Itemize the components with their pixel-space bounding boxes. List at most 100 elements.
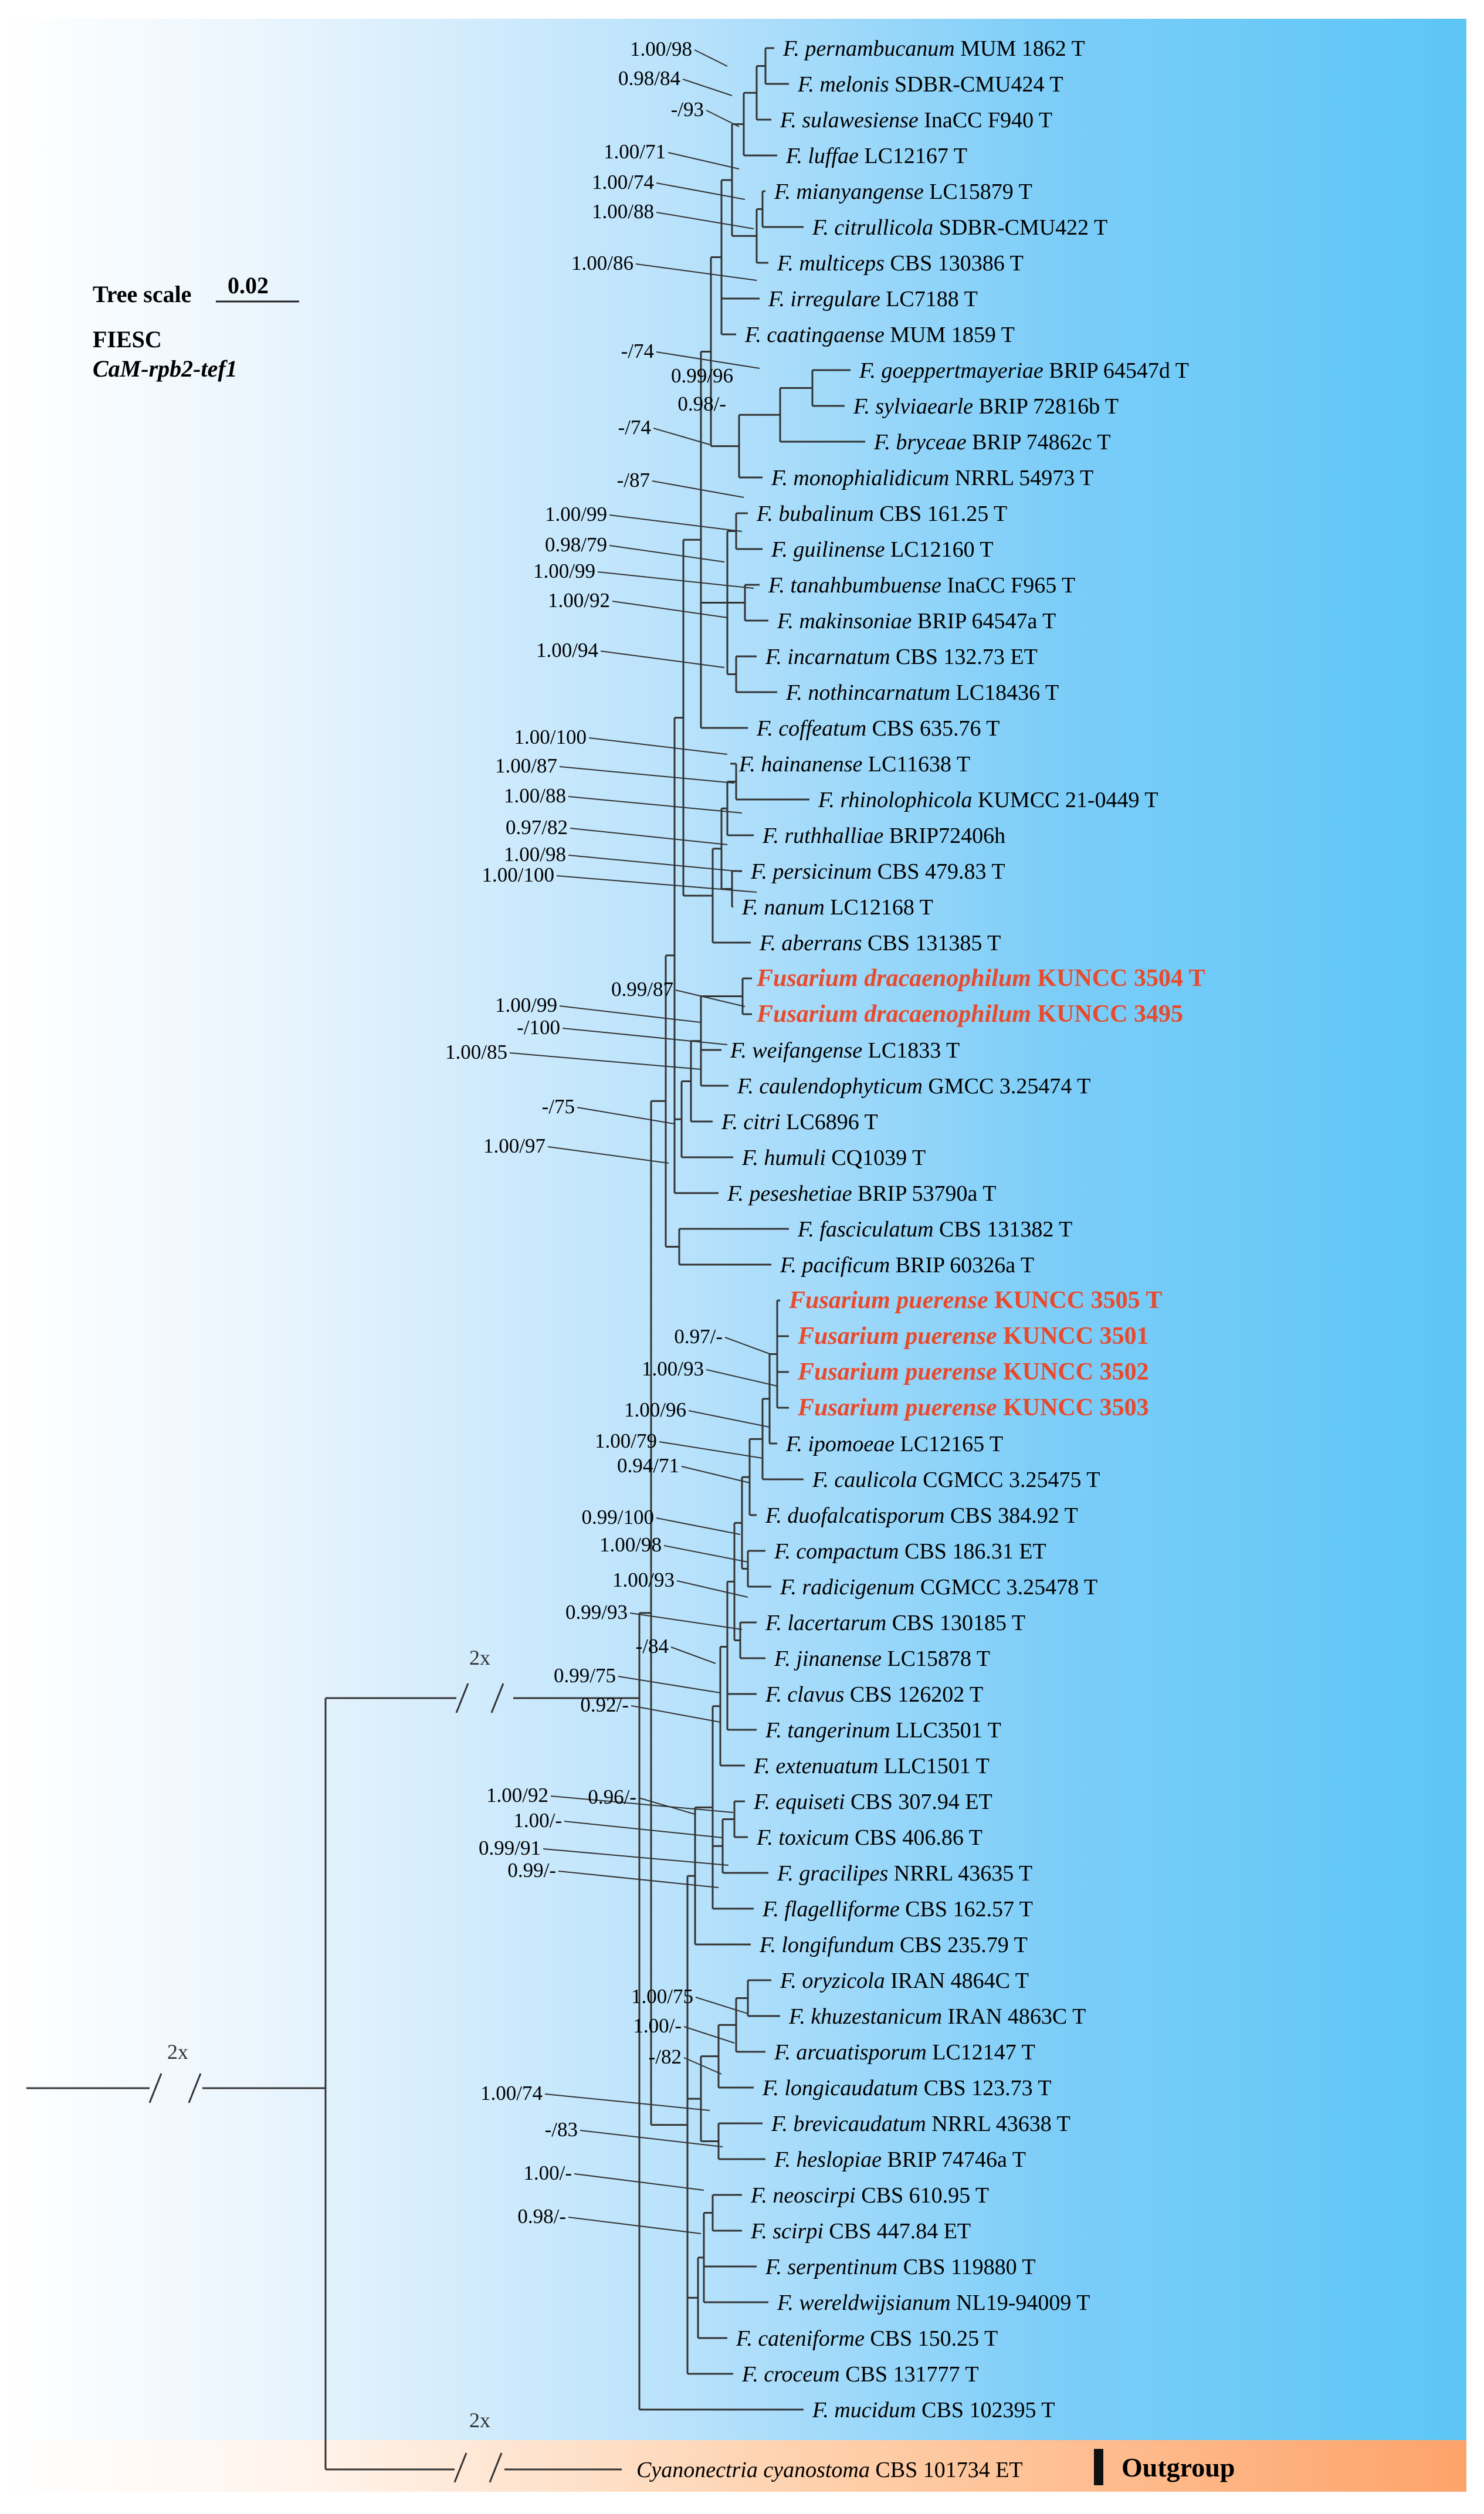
taxon-label: F. monophialidicum NRRL 54973 T	[771, 466, 1093, 490]
support-value: 0.99/-	[507, 1859, 556, 1882]
tree-scale-label: Tree scale	[93, 281, 191, 307]
taxon-label: F. lacertarum CBS 130185 T	[765, 1611, 1025, 1635]
strain-code: CBS 119880 T	[897, 2255, 1035, 2279]
taxon-label: Fusarium puerense KUNCC 3505 T	[788, 1287, 1162, 1314]
support-value: 1.00/100	[514, 726, 587, 748]
taxon-label: F. nanum LC12168 T	[741, 895, 933, 920]
strain-code: CBS 123.73 T	[918, 2076, 1051, 2100]
taxon-label: F. makinsoniae BRIP 64547a T	[777, 609, 1056, 633]
support-leader-line	[544, 2093, 710, 2111]
taxon-label: F. pacificum BRIP 60326a T	[780, 1253, 1034, 1278]
strain-code: LC15879 T	[924, 179, 1032, 204]
species-name: F. sulawesiense	[780, 108, 919, 133]
species-name: F. compactum	[774, 1539, 899, 1564]
support-value: 1.00/92	[486, 1784, 548, 1807]
strain-code: CBS 102395 T	[916, 2398, 1055, 2422]
species-name: F. weifangense	[730, 1038, 862, 1063]
species-name: F. persicinum	[750, 859, 872, 884]
species-name: Fusarium puerense	[788, 1287, 988, 1314]
support-leader-line	[564, 1821, 723, 1838]
support-value: 1.00/85	[445, 1041, 507, 1063]
strain-code: CGMCC 3.25478 T	[914, 1575, 1097, 1600]
strain-code: KUNCC 3501	[997, 1323, 1149, 1350]
support-leader-line	[668, 152, 740, 170]
taxon-label: F. extenuatum LLC1501 T	[753, 1754, 990, 1778]
species-name: F. fasciculatum	[797, 1217, 934, 1242]
support-leader-line	[676, 1580, 748, 1598]
support-leader-line	[580, 2130, 723, 2147]
strain-code: BRIP 53790a T	[852, 1181, 996, 1206]
taxon-label: F. croceum CBS 131777 T	[741, 2362, 979, 2387]
taxon-label: Fusarium puerense KUNCC 3501	[797, 1323, 1149, 1350]
support-value: 1.00/-	[523, 2161, 572, 2184]
taxon-label: F. citrullicola SDBR-CMU422 T	[812, 215, 1107, 240]
taxon-label: F. humuli CQ1039 T	[741, 1146, 926, 1170]
taxon-label: Cyanonectria cyanostoma CBS 101734 ET	[636, 2458, 1023, 2482]
support-value: 0.98/-	[677, 392, 726, 415]
support-leader-line	[706, 110, 740, 127]
taxon-label: F. luffae LC12167 T	[785, 144, 967, 168]
strain-code: CBS 235.79 T	[894, 1933, 1027, 1957]
strain-code: KUNCC 3502	[997, 1358, 1149, 1385]
taxon-label: Fusarium puerense KUNCC 3503	[797, 1394, 1149, 1421]
taxon-label: F. fasciculatum CBS 131382 T	[797, 1217, 1072, 1242]
tree-scale-value: 0.02	[228, 272, 269, 299]
support-leader-line	[556, 875, 757, 893]
support-leader-line	[559, 1005, 702, 1023]
taxon-label: F. serpentinum CBS 119880 T	[765, 2255, 1036, 2279]
species-name: F. mucidum	[812, 2398, 916, 2422]
species-name: F. citrullicola	[812, 215, 933, 240]
strain-code: NRRL 43635 T	[888, 1861, 1032, 1886]
support-value: 0.98/79	[545, 533, 607, 556]
species-name: F. lacertarum	[765, 1611, 886, 1635]
species-name: F. ipomoeae	[785, 1432, 895, 1456]
support-value: 1.00/75	[631, 1985, 693, 2008]
species-name: F. brevicaudatum	[771, 2112, 926, 2136]
species-name: F. clavus	[765, 1682, 844, 1707]
strain-code: BRIP 72816b T	[973, 394, 1119, 419]
taxon-label: F. tanahbumbuense InaCC F965 T	[768, 573, 1075, 598]
species-name: F. radicigenum	[780, 1575, 914, 1600]
support-value: 1.00/98	[630, 38, 692, 60]
species-name: F. caulendophyticum	[737, 1074, 923, 1099]
strain-code: BRIP 74746a T	[882, 2147, 1026, 2172]
taxon-label: F. irregulare LC7188 T	[768, 287, 978, 311]
strain-code: LC11638 T	[862, 752, 970, 777]
species-name: F. longicaudatum	[762, 2076, 918, 2100]
species-name: F. guilinense	[771, 537, 885, 562]
taxon-label: F. longifundum CBS 235.79 T	[759, 1933, 1028, 1957]
taxon-label: F. caulendophyticum GMCC 3.25474 T	[737, 1074, 1090, 1099]
support-value: 0.92/-	[580, 1693, 629, 1716]
support-leader-line	[568, 796, 743, 814]
species-name: F. tangerinum	[765, 1718, 890, 1743]
taxon-label: F. clavus CBS 126202 T	[765, 1682, 983, 1707]
support-values: 1.00/980.98/84-/931.00/711.00/741.00/881…	[445, 38, 733, 2228]
strain-code: CBS 406.86 T	[849, 1825, 982, 1850]
species-name: F. tanahbumbuense	[768, 573, 941, 598]
species-name: F. luffae	[785, 144, 859, 168]
species-name: F. aberrans	[759, 931, 862, 956]
taxon-label: F. goeppertmayeriae BRIP 64547d T	[859, 358, 1189, 383]
species-name: F. caulicola	[812, 1468, 917, 1492]
strain-code: CBS 186.31 ET	[899, 1539, 1046, 1564]
support-leader-line	[609, 514, 743, 532]
taxon-label: F. ruthhalliae BRIP72406h	[762, 824, 1005, 848]
taxon-label: F. ipomoeae LC12165 T	[785, 1432, 1003, 1456]
strain-code: IRAN 4864C T	[885, 1968, 1029, 1993]
support-value: 1.00/92	[548, 589, 610, 612]
support-leader-line	[659, 1441, 763, 1459]
taxon-label: F. jinanense LC15878 T	[774, 1646, 990, 1671]
branch-break-label: 2x	[469, 2408, 490, 2432]
support-value: 0.98/84	[618, 67, 680, 90]
strain-code: GMCC 3.25474 T	[923, 1074, 1090, 1099]
strain-code: CBS 131385 T	[862, 931, 1001, 956]
strain-code: SDBR-CMU422 T	[933, 215, 1107, 240]
taxon-label: F. rhinolophicola KUMCC 21-0449 T	[818, 788, 1158, 812]
species-name: F. nanum	[741, 895, 825, 920]
support-value: 1.00/-	[633, 2014, 682, 2037]
support-leader-line	[635, 263, 757, 281]
species-name: Cyanonectria cyanostoma	[636, 2458, 870, 2482]
taxon-label: F. compactum CBS 186.31 ET	[774, 1539, 1046, 1564]
species-name: F. sylviaearle	[853, 394, 973, 419]
support-leader-line	[663, 1545, 748, 1563]
